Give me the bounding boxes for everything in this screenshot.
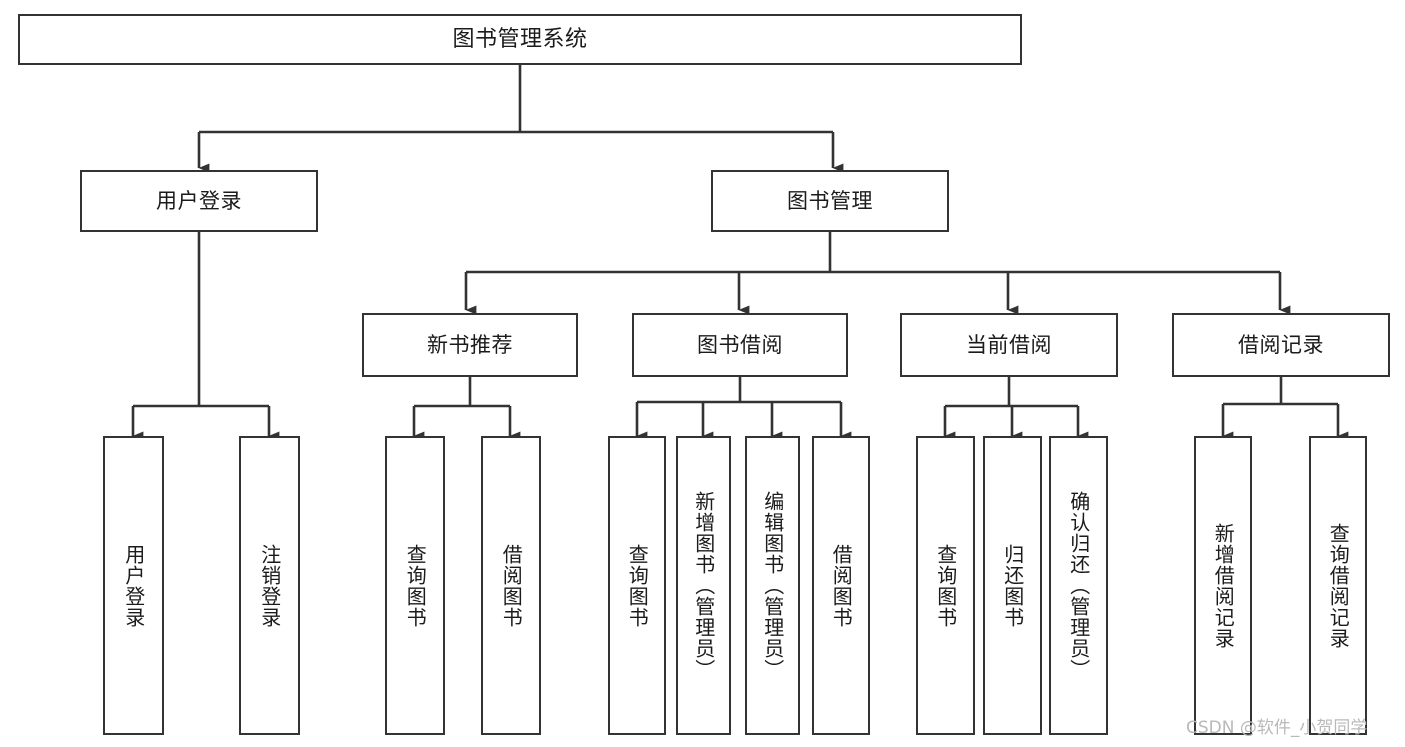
node-new-book-recommend[interactable]: 新书推荐 <box>362 313 578 377</box>
node-label: 借阅图书 <box>829 543 854 628</box>
node-label: 确认归还（管理员） <box>1066 491 1091 680</box>
node-label: 查询图书 <box>403 543 428 628</box>
node-book-management[interactable]: 图书管理 <box>711 170 949 232</box>
leaf-user-login-login[interactable]: 用户登录 <box>103 436 164 735</box>
node-label: 新书推荐 <box>427 332 513 357</box>
node-borrow-record[interactable]: 借阅记录 <box>1172 313 1390 377</box>
leaf-borrow-query-book[interactable]: 查询图书 <box>608 436 666 735</box>
node-label: 图书管理系统 <box>452 26 588 52</box>
node-label: 查询图书 <box>933 543 958 628</box>
leaf-new-book-query[interactable]: 查询图书 <box>385 436 445 735</box>
node-root-system[interactable]: 图书管理系统 <box>18 14 1022 65</box>
node-book-borrow[interactable]: 图书借阅 <box>632 313 848 377</box>
node-label: 借阅记录 <box>1238 332 1324 357</box>
watermark: CSDN @软件_小贺同学 <box>1186 718 1368 738</box>
leaf-current-return-book[interactable]: 归还图书 <box>983 436 1042 735</box>
node-label: 查询图书 <box>625 543 650 628</box>
leaf-borrow-add-book[interactable]: 新增图书（管理员） <box>676 436 731 735</box>
node-label: 图书借阅 <box>697 332 783 357</box>
leaf-borrow-borrow-book[interactable]: 借阅图书 <box>812 436 870 735</box>
node-label: 图书管理 <box>787 188 873 213</box>
node-label: 用户登录 <box>156 188 242 213</box>
leaf-borrow-edit-book[interactable]: 编辑图书（管理员） <box>745 436 800 735</box>
node-label: 归还图书 <box>1000 543 1025 628</box>
node-label: 新增借阅记录 <box>1211 522 1236 649</box>
leaf-new-book-borrow[interactable]: 借阅图书 <box>481 436 541 735</box>
leaf-record-add[interactable]: 新增借阅记录 <box>1194 436 1252 735</box>
node-user-login[interactable]: 用户登录 <box>80 170 318 232</box>
node-label: 当前借阅 <box>966 332 1052 357</box>
node-label: 编辑图书（管理员） <box>760 491 785 680</box>
leaf-current-confirm-return[interactable]: 确认归还（管理员） <box>1049 436 1108 735</box>
node-current-borrow[interactable]: 当前借阅 <box>900 313 1118 377</box>
node-label: 借阅图书 <box>499 543 524 628</box>
node-label: 查询借阅记录 <box>1326 522 1351 649</box>
leaf-current-query-book[interactable]: 查询图书 <box>916 436 975 735</box>
node-label: 注销登录 <box>257 543 282 628</box>
leaf-record-query[interactable]: 查询借阅记录 <box>1309 436 1367 735</box>
leaf-user-login-logout[interactable]: 注销登录 <box>239 436 300 735</box>
node-label: 新增图书（管理员） <box>691 491 716 680</box>
node-label: 用户登录 <box>121 543 146 628</box>
